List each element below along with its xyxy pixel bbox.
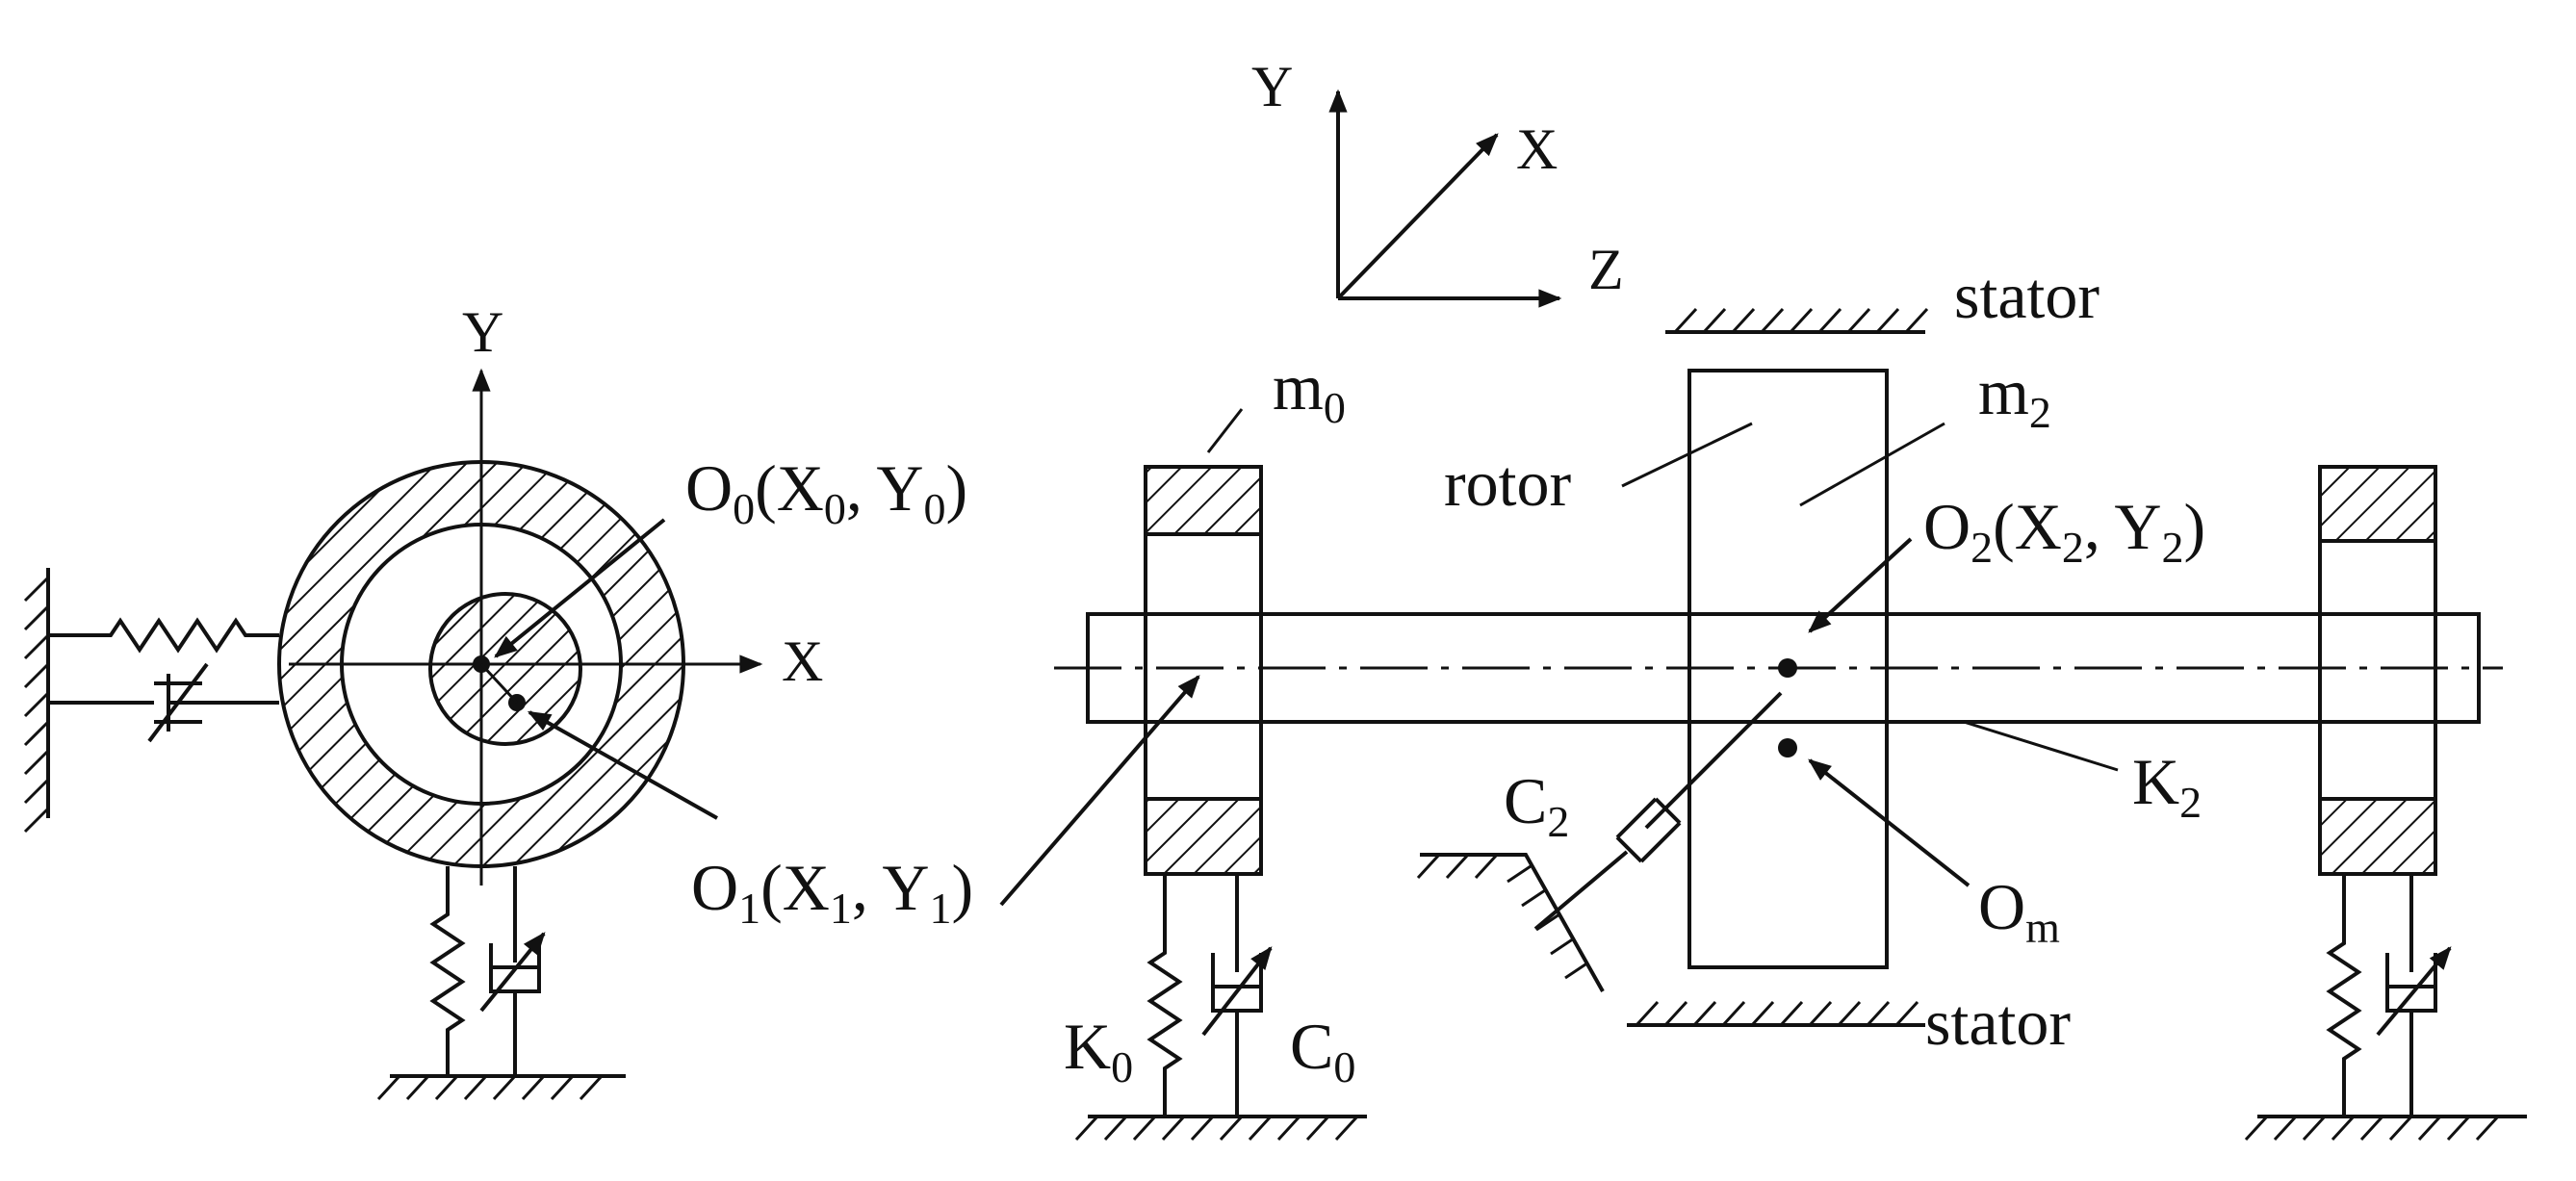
shaft-section [428, 592, 582, 746]
horizontal-damper [48, 674, 279, 732]
k2-leader [1963, 720, 2119, 772]
c0-damper [1211, 874, 1263, 1117]
vertical-spring [429, 866, 466, 1076]
ground-middle-hatching [1074, 1115, 1359, 1142]
ground-left-hatching [376, 1074, 604, 1101]
wall-hatching [23, 576, 50, 834]
c0-damper-adjust [1201, 946, 1273, 1037]
stator-top-hatching [1673, 307, 1929, 334]
right-bearing-top-pad [2318, 465, 2437, 543]
label-om: Om [1978, 870, 2060, 952]
section-y-label: Y [462, 300, 503, 364]
o1-leader [527, 710, 718, 820]
ground-right-hatching [2244, 1115, 2500, 1142]
section-x-label: X [782, 629, 823, 693]
left-bearing-bottom-pad [1144, 797, 1263, 876]
m0-leader [1206, 408, 1244, 453]
c2-rod [1644, 691, 1783, 830]
stator-bottom-hatching [1635, 1000, 1919, 1027]
k0-spring [1146, 874, 1183, 1117]
o1-shaft-leader [999, 675, 1200, 907]
label-o0: O0(X0, Y0) [685, 451, 967, 533]
vertical-damper [489, 866, 541, 1076]
rotor-leader [1621, 422, 1753, 488]
cross-section-view: Y X [23, 300, 823, 1101]
label-k0: K0 [1064, 1010, 1133, 1091]
horizontal-spring [48, 617, 279, 654]
vertical-damper-adjust [479, 932, 546, 1013]
axis-x-arrow [1336, 133, 1499, 300]
eccentricity-line [479, 662, 519, 705]
label-m0: m0 [1273, 350, 1346, 432]
label-c2: C2 [1504, 764, 1569, 846]
label-k2: K2 [2132, 745, 2202, 827]
horizontal-damper-adjust [147, 662, 209, 743]
label-stator-top: stator [1954, 259, 2099, 332]
c2-damper [1615, 797, 1682, 863]
label-o2: O2(X2, Y2) [1923, 490, 2205, 572]
label-stator-bottom: stator [1925, 986, 2071, 1059]
om-leader [1808, 758, 1971, 887]
coordinate-axes: Y X Z [1251, 55, 1624, 308]
m2-leader [1799, 422, 1945, 507]
right-spring [2326, 874, 2362, 1117]
right-bearing-bottom-pad [2318, 797, 2437, 876]
o2-leader [1808, 537, 1913, 633]
label-rotor: rotor [1444, 447, 1572, 520]
o0-leader [494, 518, 666, 658]
rotor-system-view [999, 307, 2527, 1142]
c2-ground [1420, 853, 1605, 992]
right-damper-adjust [2376, 946, 2452, 1037]
label-c0: C0 [1290, 1010, 1355, 1091]
c2-link [1533, 850, 1629, 931]
label-o1: O1(X1, Y1) [691, 851, 973, 933]
point-o2 [1778, 658, 1797, 678]
label-m2: m2 [1978, 355, 2051, 437]
right-damper [2385, 874, 2437, 1117]
left-bearing-top-pad [1144, 465, 1263, 536]
axis-x-label: X [1516, 117, 1558, 181]
c2-ground-hatching [1416, 853, 1589, 980]
axis-z-label: Z [1588, 238, 1624, 301]
axis-y-label: Y [1251, 55, 1293, 118]
point-om [1778, 738, 1797, 757]
